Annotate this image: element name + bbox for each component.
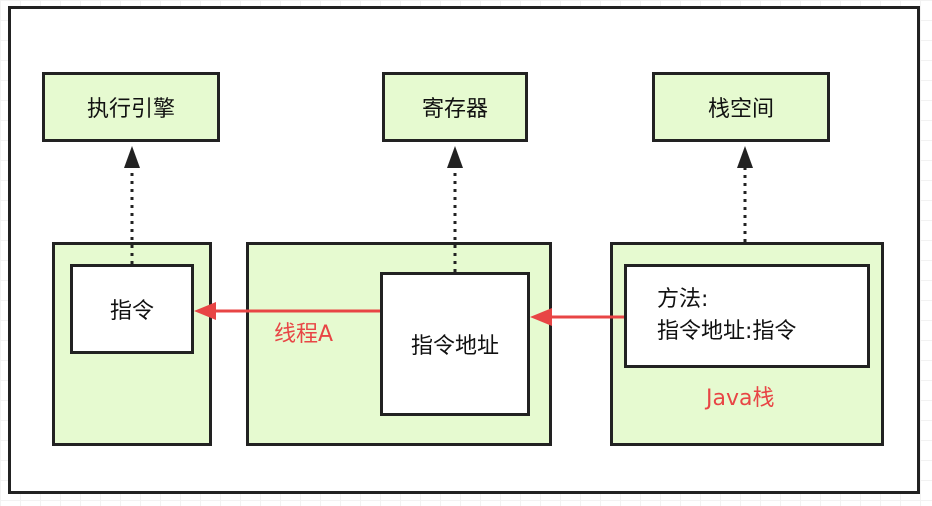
java-stack-label: Java栈 xyxy=(706,386,775,411)
stack-space-label: 栈空间 xyxy=(707,97,774,122)
red-arrowhead-thread xyxy=(194,302,216,320)
execution-engine-box: 执行引擎 xyxy=(42,72,220,142)
method-box: 方法: 指令地址:指令 xyxy=(624,264,870,368)
instruction-box: 指令 xyxy=(70,264,194,354)
method-line: 方法: xyxy=(657,287,709,312)
arrowhead-register xyxy=(447,146,463,168)
register-box: 寄存器 xyxy=(382,72,528,142)
instruction-label: 指令 xyxy=(109,299,154,324)
arrowhead-engine xyxy=(124,146,140,168)
thread-label: 线程A xyxy=(274,322,334,347)
arrowhead-stack xyxy=(737,146,753,168)
stack-space-box: 栈空间 xyxy=(652,72,830,142)
instruction-address-label: 指令地址 xyxy=(410,334,499,359)
execution-engine-label: 执行引擎 xyxy=(86,97,175,122)
red-arrowhead-stack xyxy=(530,308,552,326)
instruction-address-box: 指令地址 xyxy=(380,272,530,416)
method-detail-line: 指令地址:指令 xyxy=(657,319,797,344)
register-label: 寄存器 xyxy=(421,97,488,122)
